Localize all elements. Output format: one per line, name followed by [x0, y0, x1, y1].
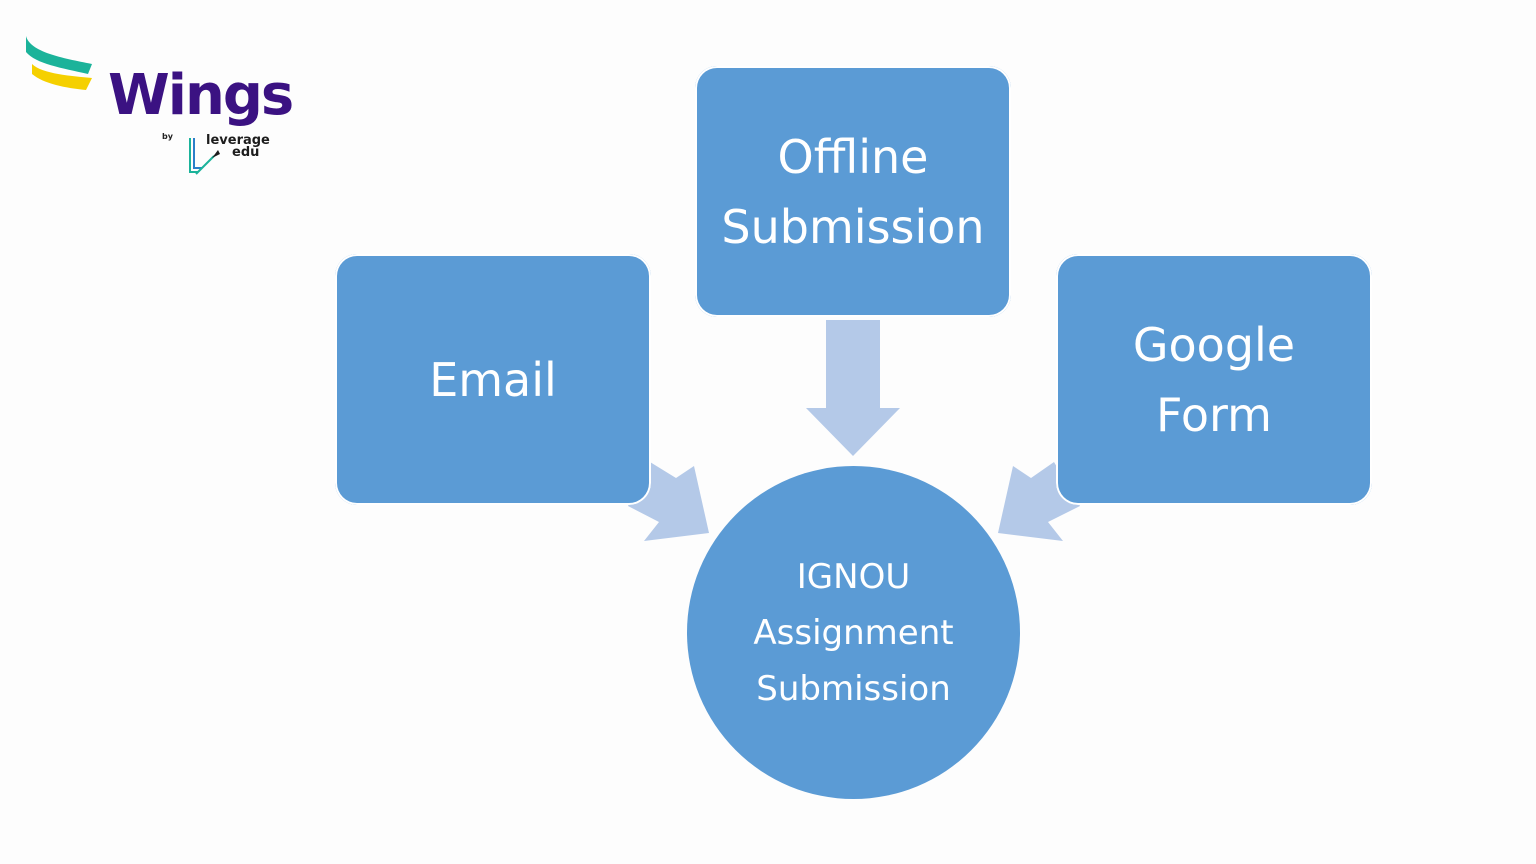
- logo-wordmark: Wings: [108, 63, 294, 128]
- node-email: Email: [335, 254, 651, 505]
- wings-logo: Wings by leverage edu: [22, 34, 294, 184]
- wings-swoosh-icon: [26, 36, 92, 90]
- logo-subtitle: leverage edu: [206, 133, 270, 160]
- node-google-label-line1: Google: [1132, 317, 1296, 372]
- hub-label-line2: Assignment: [753, 612, 954, 653]
- hub-label-line1: IGNOU: [796, 556, 911, 597]
- node-google-label-line2: Form: [1156, 387, 1272, 442]
- node-ignou-assignment-submission: IGNOU Assignment Submission: [687, 466, 1020, 799]
- logo-by-text: by: [162, 132, 173, 141]
- arrow-offline-to-hub: [806, 320, 900, 456]
- node-offline-label-line1: Offline: [777, 129, 929, 184]
- node-offline-submission: Offline Submission: [695, 66, 1011, 317]
- node-email-label: Email: [429, 352, 557, 407]
- leverage-edu-mark-icon: [189, 138, 220, 175]
- node-google-form: Google Form: [1056, 254, 1372, 505]
- node-offline-label-line2: Submission: [721, 199, 985, 254]
- logo-subtitle-line2: edu: [232, 145, 260, 160]
- logo-subtitle-line1: leverage: [206, 133, 270, 148]
- hub-label-line3: Submission: [756, 668, 951, 709]
